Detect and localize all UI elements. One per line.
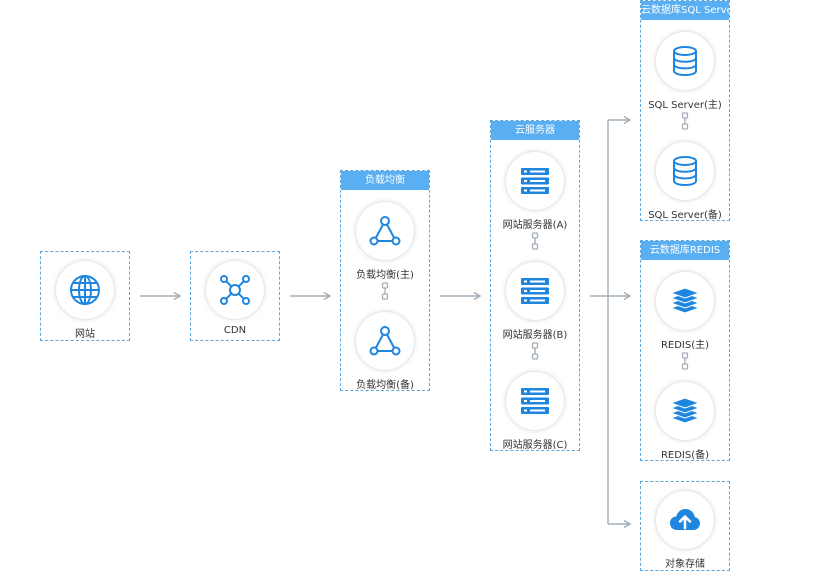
cdn-node[interactable]: CDN	[191, 261, 279, 347]
sql-primary-label: SQL Server(主)	[648, 100, 722, 111]
redis-backup-circle	[656, 382, 714, 440]
link-icon	[381, 282, 389, 300]
sql-primary-node[interactable]: SQL Server(主)	[641, 32, 729, 118]
lb-backup-node[interactable]: 负载均衡(备)	[341, 312, 429, 398]
sql-server-header: 云数据库SQL Server	[641, 1, 729, 20]
object-storage-circle	[656, 491, 714, 549]
stacked-layers-icon	[669, 287, 701, 314]
redis-primary-circle	[656, 272, 714, 330]
redis-box: 云数据库REDIS REDIS(主)	[640, 240, 730, 461]
server-a-node[interactable]: 网站服务器(A)	[491, 152, 579, 238]
link-icon	[681, 112, 689, 130]
object-storage-node[interactable]: 对象存储	[641, 491, 729, 577]
redis-primary-label: REDIS(主)	[660, 340, 710, 351]
server-c-circle	[506, 372, 564, 430]
link-icon	[531, 342, 539, 360]
lb-backup-label: 负载均衡(备)	[356, 380, 414, 391]
redis-backup-node[interactable]: REDIS(备)	[641, 382, 729, 468]
load-balancer-header: 负载均衡	[341, 171, 429, 190]
cdn-box: CDN	[190, 251, 280, 341]
network-hub-icon	[220, 275, 250, 305]
server-rack-icon	[521, 278, 549, 304]
server-c-node[interactable]: 网站服务器(C)	[491, 372, 579, 458]
stacked-layers-icon	[669, 397, 701, 424]
server-b-node[interactable]: 网站服务器(B)	[491, 262, 579, 348]
server-rack-icon	[521, 168, 549, 194]
server-b-circle	[506, 262, 564, 320]
cloud-upload-icon	[670, 509, 700, 530]
cloud-servers-header: 云服务器	[491, 121, 579, 140]
globe-icon	[70, 275, 100, 305]
lb-backup-circle	[356, 312, 414, 370]
cdn-circle	[206, 261, 264, 319]
object-storage-label: 对象存储	[665, 559, 705, 570]
sql-backup-circle	[656, 142, 714, 200]
link-icon	[531, 232, 539, 250]
server-c-label: 网站服务器(C)	[502, 440, 568, 451]
lb-primary-circle	[356, 202, 414, 260]
sql-backup-node[interactable]: SQL Server(备)	[641, 142, 729, 228]
load-balancer-box: 负载均衡 负载均衡(主)	[340, 170, 430, 391]
server-b-label: 网站服务器(B)	[502, 330, 568, 341]
cdn-label: CDN	[223, 325, 247, 336]
website-box: 网站	[40, 251, 130, 341]
database-icon	[673, 156, 697, 187]
database-icon	[673, 46, 697, 77]
sql-server-box: 云数据库SQL Server SQL Server(主)	[640, 0, 730, 221]
redis-primary-node[interactable]: REDIS(主)	[641, 272, 729, 358]
lb-primary-node[interactable]: 负载均衡(主)	[341, 202, 429, 288]
server-a-label: 网站服务器(A)	[502, 220, 568, 231]
server-rack-icon	[521, 388, 549, 414]
link-icon	[681, 352, 689, 370]
website-circle	[56, 261, 114, 319]
sql-primary-circle	[656, 32, 714, 90]
sql-backup-label: SQL Server(备)	[648, 210, 722, 221]
website-label: 网站	[75, 329, 95, 340]
server-a-circle	[506, 152, 564, 210]
redis-backup-label: REDIS(备)	[660, 450, 710, 461]
object-storage-box: 对象存储	[640, 481, 730, 571]
redis-header: 云数据库REDIS	[641, 241, 729, 260]
lb-primary-label: 负载均衡(主)	[356, 270, 414, 281]
triangle-nodes-icon	[369, 326, 401, 356]
website-node[interactable]: 网站	[41, 261, 129, 347]
triangle-nodes-icon	[369, 216, 401, 246]
cloud-servers-box: 云服务器 网站服务器(A)	[490, 120, 580, 451]
